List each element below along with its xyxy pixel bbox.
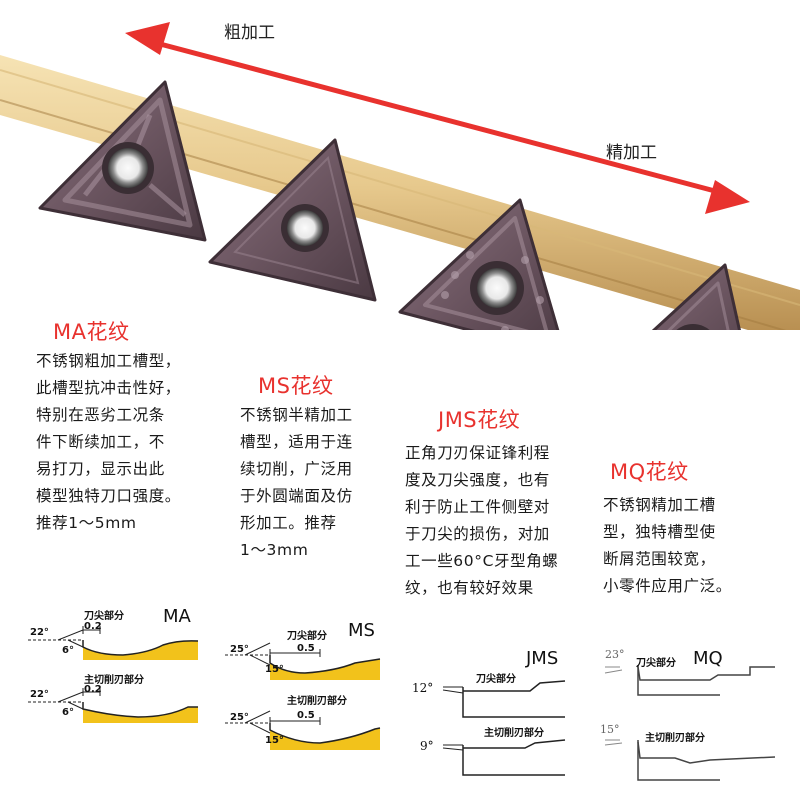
ms-tip-width: 0.5 bbox=[297, 643, 315, 654]
ms-main-width: 0.5 bbox=[297, 710, 315, 721]
insert-mq-image bbox=[651, 263, 741, 330]
desc-line: 纹，也有较好效果 bbox=[405, 579, 534, 597]
ms-main-label: 主切削刃部分 bbox=[287, 696, 347, 707]
desc-line: 工一些60°C牙型角螺 bbox=[405, 552, 559, 570]
desc-line: 断屑范围较宽， bbox=[603, 550, 716, 568]
desc-line: 此槽型抗冲击性好， bbox=[36, 379, 181, 397]
ms-tip-angle-1: 25° bbox=[230, 644, 249, 655]
desc-line: 易打刀，显示出此 bbox=[36, 460, 165, 478]
insert-jms-image bbox=[398, 198, 560, 330]
ma-tip-label: 刀尖部分 bbox=[84, 611, 124, 622]
ma-profile-diagram bbox=[28, 626, 199, 723]
desc-line: 模型独特刀口强度。 bbox=[36, 487, 181, 505]
ma-tip-width: 0.2 bbox=[84, 621, 102, 632]
mq-main-angle: 15° bbox=[600, 723, 620, 736]
ma-title: MA花纹 bbox=[53, 320, 130, 344]
ma-tip-angle-1: 22° bbox=[30, 627, 49, 638]
jms-tip-angle: 12° bbox=[412, 681, 434, 695]
mq-description: 不锈钢精加工槽 型，独特槽型使 断屑范围较宽， 小零件应用广泛。 bbox=[603, 492, 799, 600]
mq-tip-label: 刀尖部分 bbox=[636, 658, 676, 669]
desc-line: 型，独特槽型使 bbox=[603, 523, 716, 541]
mq-profile-diagram bbox=[604, 665, 776, 781]
jms-profile-name: JMS bbox=[526, 648, 559, 669]
desc-line: 续切削，广泛用 bbox=[240, 460, 353, 478]
ma-main-angle-2: 6° bbox=[62, 707, 74, 718]
jms-profile-diagram bbox=[442, 680, 566, 776]
insert-ma-image bbox=[38, 80, 207, 242]
ms-profile-name: MS bbox=[348, 620, 375, 641]
desc-line: 正角刀刃保证锋利程 bbox=[405, 444, 550, 462]
mq-main-label: 主切削刃部分 bbox=[645, 733, 705, 744]
jms-tip-label: 刀尖部分 bbox=[476, 674, 516, 685]
desc-line: 小零件应用广泛。 bbox=[603, 577, 732, 595]
insert-ms-image bbox=[208, 138, 377, 302]
desc-line: 于外圆端面及仿 bbox=[240, 487, 353, 505]
mq-title: MQ花纹 bbox=[610, 460, 689, 484]
jms-title: JMS花纹 bbox=[438, 408, 521, 432]
ms-tip-label: 刀尖部分 bbox=[287, 631, 327, 642]
ma-description: 不锈钢粗加工槽型， 此槽型抗冲击性好， 特别在恶劣工况条 件下断续加工，不 易打… bbox=[36, 348, 246, 537]
ms-profile-diagram bbox=[225, 642, 381, 750]
desc-line: 不锈钢精加工槽 bbox=[603, 496, 716, 514]
desc-line: 利于防止工件侧壁对 bbox=[405, 498, 550, 516]
ms-main-angle-2: 15° bbox=[265, 735, 284, 746]
roughing-to-finishing-arrow bbox=[125, 22, 750, 214]
jms-main-angle: 9° bbox=[420, 739, 434, 753]
ms-description: 不锈钢半精加工 槽型，适用于连 续切削，广泛用 于外圆端面及仿 形加工。推荐 1… bbox=[240, 402, 390, 564]
desc-line: 1～3mm bbox=[240, 541, 309, 559]
desc-line: 推荐1～5mm bbox=[36, 514, 137, 532]
desc-line: 于刀尖的损伤，对加 bbox=[405, 525, 550, 543]
mq-tip-angle: 23° bbox=[605, 648, 625, 661]
wooden-rod bbox=[0, 55, 800, 330]
desc-line: 不锈钢粗加工槽型， bbox=[36, 352, 181, 370]
ms-tip-angle-2: 15° bbox=[265, 664, 284, 675]
ma-tip-angle-2: 6° bbox=[62, 645, 74, 656]
desc-line: 不锈钢半精加工 bbox=[240, 406, 353, 424]
rough-machining-label: 粗加工 bbox=[224, 23, 275, 43]
jms-description: 正角刀刃保证锋利程 度及刀尖强度，也有 利于防止工件侧壁对 于刀尖的损伤，对加 … bbox=[405, 440, 595, 602]
desc-line: 槽型，适用于连 bbox=[240, 433, 353, 451]
desc-line: 形加工。推荐 bbox=[240, 514, 337, 532]
mq-profile-name: MQ bbox=[693, 648, 723, 669]
desc-line: 度及刀尖强度，也有 bbox=[405, 471, 550, 489]
ma-main-width: 0.2 bbox=[84, 684, 102, 695]
ms-main-angle-1: 25° bbox=[230, 712, 249, 723]
ma-main-angle-1: 22° bbox=[30, 689, 49, 700]
ma-main-label: 主切削刃部分 bbox=[84, 675, 144, 686]
product-photo bbox=[0, 22, 800, 330]
ma-profile-name: MA bbox=[163, 606, 191, 627]
ms-title: MS花纹 bbox=[258, 374, 334, 398]
desc-line: 特别在恶劣工况条 bbox=[36, 406, 165, 424]
finish-machining-label: 精加工 bbox=[606, 143, 657, 163]
jms-main-label: 主切削刃部分 bbox=[484, 728, 544, 739]
desc-line: 件下断续加工，不 bbox=[36, 433, 165, 451]
